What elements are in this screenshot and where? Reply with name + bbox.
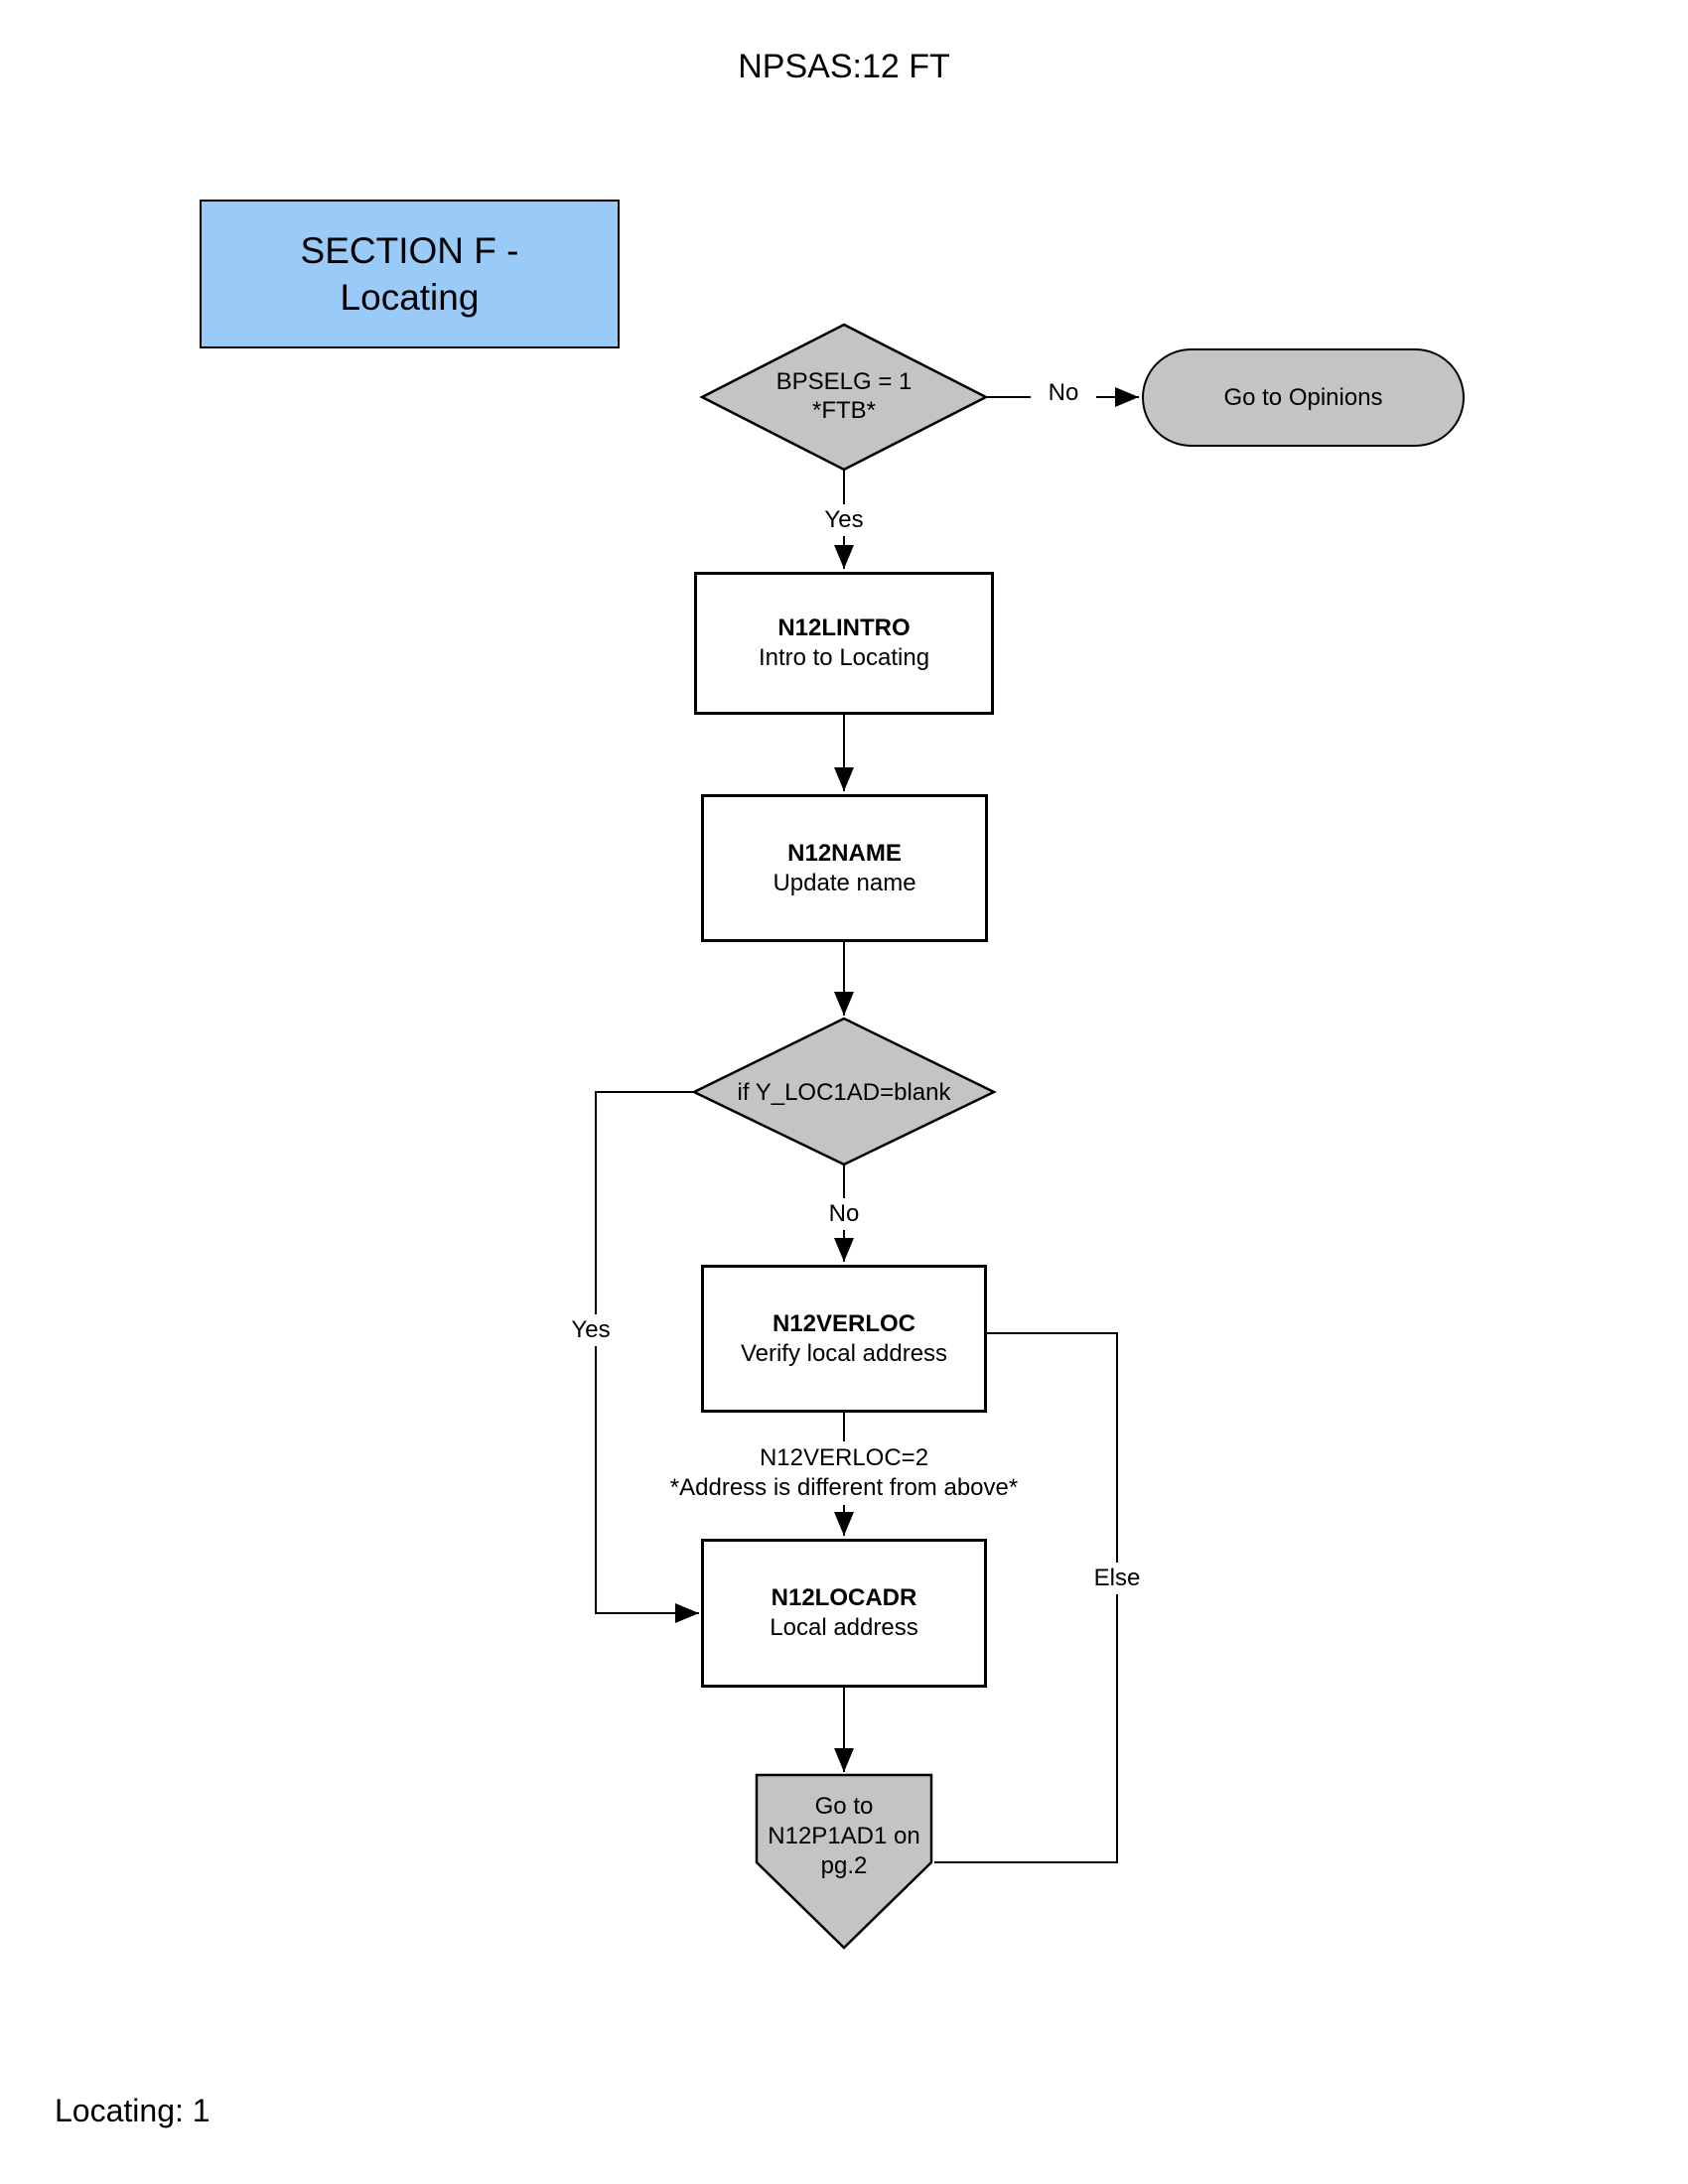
offpage-connector-label: Go to N12P1AD1 on pg.2: [757, 1787, 931, 1886]
process-n12lintro-subtitle: Intro to Locating: [758, 644, 930, 671]
section-header-box: SECTION F - Locating: [200, 200, 620, 348]
edge-label-yloc1ad-yes: Yes: [559, 1314, 623, 1346]
terminator-go-to-opinions: Go to Opinions: [1142, 348, 1465, 447]
page-title: NPSAS:12 FT: [738, 48, 950, 85]
edge-label-verloc-condition: N12VERLOC=2 *Address is different from a…: [650, 1441, 1038, 1505]
offpage-connector-line2: N12P1AD1 on: [768, 1823, 920, 1849]
decision-bpselg-line2: *FTB*: [811, 397, 876, 424]
terminator-go-to-opinions-label: Go to Opinions: [1223, 383, 1383, 411]
edge-yloc1ad-yes-branch: [595, 1091, 699, 1623]
edge-label-verloc-condition-line2: *Address is different from above*: [669, 1474, 1019, 1501]
section-header-line2: Locating: [340, 277, 480, 318]
edge-label-verloc-else: Else: [1078, 1563, 1156, 1594]
process-n12name-title: N12NAME: [787, 839, 902, 867]
edge-verloc-else-branch: [934, 1332, 1118, 1863]
decision-bpselg-shape: [699, 323, 989, 472]
process-n12lintro: N12LINTRO Intro to Locating: [694, 572, 994, 715]
edge-label-bpselg-no: No: [1031, 377, 1096, 409]
decision-yloc1ad-condition: if Y_LOC1AD=blank: [737, 1078, 951, 1106]
edge-label-bpselg-yes: Yes: [812, 504, 876, 536]
edge-label-verloc-condition-line1: N12VERLOC=2: [759, 1444, 929, 1471]
decision-bpselg-line1: BPSELG = 1: [775, 368, 913, 395]
process-n12lintro-title: N12LINTRO: [777, 614, 911, 641]
process-n12verloc-subtitle: Verify local address: [740, 1339, 948, 1367]
section-header-line1: SECTION F -: [300, 230, 519, 271]
process-n12locadr-subtitle: Local address: [770, 1614, 918, 1641]
process-n12locadr: N12LOCADR Local address: [701, 1539, 987, 1688]
offpage-connector-line1: Go to: [814, 1793, 874, 1820]
process-n12verloc: N12VERLOC Verify local address: [701, 1265, 987, 1413]
offpage-connector-shape: [755, 1773, 933, 1950]
decision-yloc1ad-shape: [691, 1017, 997, 1166]
page-footer: Locating: 1: [55, 2093, 211, 2128]
decision-bpselg-label: BPSELG = 1 *FTB*: [702, 361, 986, 431]
process-n12verloc-title: N12VERLOC: [772, 1309, 916, 1337]
process-n12locadr-title: N12LOCADR: [771, 1584, 917, 1611]
decision-yloc1ad-label: if Y_LOC1AD=blank: [694, 1074, 994, 1110]
edge-label-yloc1ad-no: No: [812, 1198, 876, 1230]
offpage-connector-line3: pg.2: [820, 1852, 868, 1879]
process-n12name: N12NAME Update name: [701, 794, 988, 942]
process-n12name-subtitle: Update name: [773, 869, 916, 896]
